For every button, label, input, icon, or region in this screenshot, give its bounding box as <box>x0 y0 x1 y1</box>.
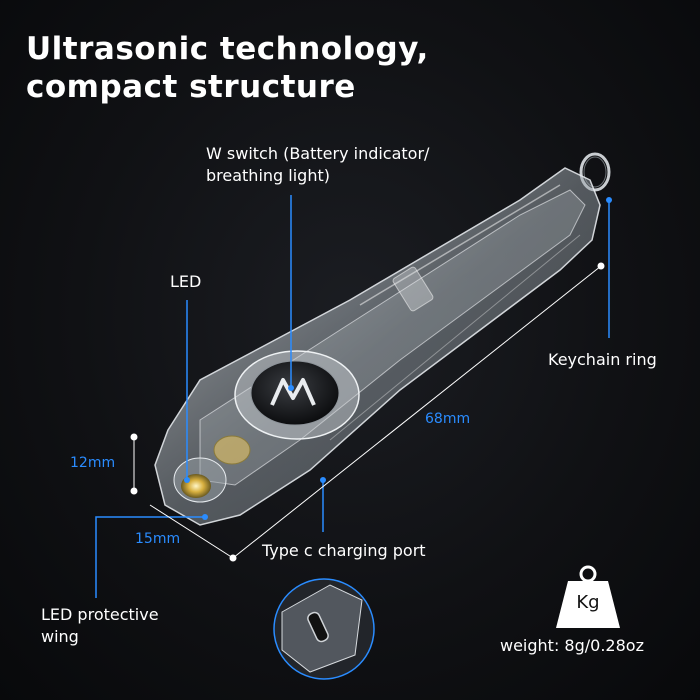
weight-icon <box>556 565 620 628</box>
width-dimension: 15mm <box>135 531 181 547</box>
title-line-2: compact structure <box>26 69 356 105</box>
switch-label-line-2: breathing light) <box>206 166 330 185</box>
type-c-label: Type c charging port <box>262 541 426 560</box>
callout-dots <box>184 197 612 520</box>
switch-label: W switch (Battery indicator/ breathing l… <box>206 143 429 187</box>
height-dimension: 12mm <box>70 455 116 471</box>
led-wing-label-line-1: LED protective <box>41 605 159 624</box>
dimension-lines <box>130 262 605 562</box>
title-line-1: Ultrasonic technology, <box>26 31 429 67</box>
weight-text: weight: 8g/0.28oz <box>500 636 644 655</box>
keychain-ring <box>579 152 611 192</box>
length-dimension: 68mm <box>425 411 471 427</box>
page-title: Ultrasonic technology, compact structure <box>26 30 429 106</box>
switch-label-line-1: W switch (Battery indicator/ <box>206 144 430 163</box>
led-wing-label: LED protective wing <box>41 604 159 648</box>
w-switch-button <box>234 350 360 440</box>
weight-icon-text: Kg <box>576 592 600 613</box>
keychain-label: Keychain ring <box>548 350 657 369</box>
type-c-detail-inset <box>273 578 375 680</box>
led-label: LED <box>170 272 202 291</box>
led-wing-label-line-2: wing <box>41 627 79 646</box>
